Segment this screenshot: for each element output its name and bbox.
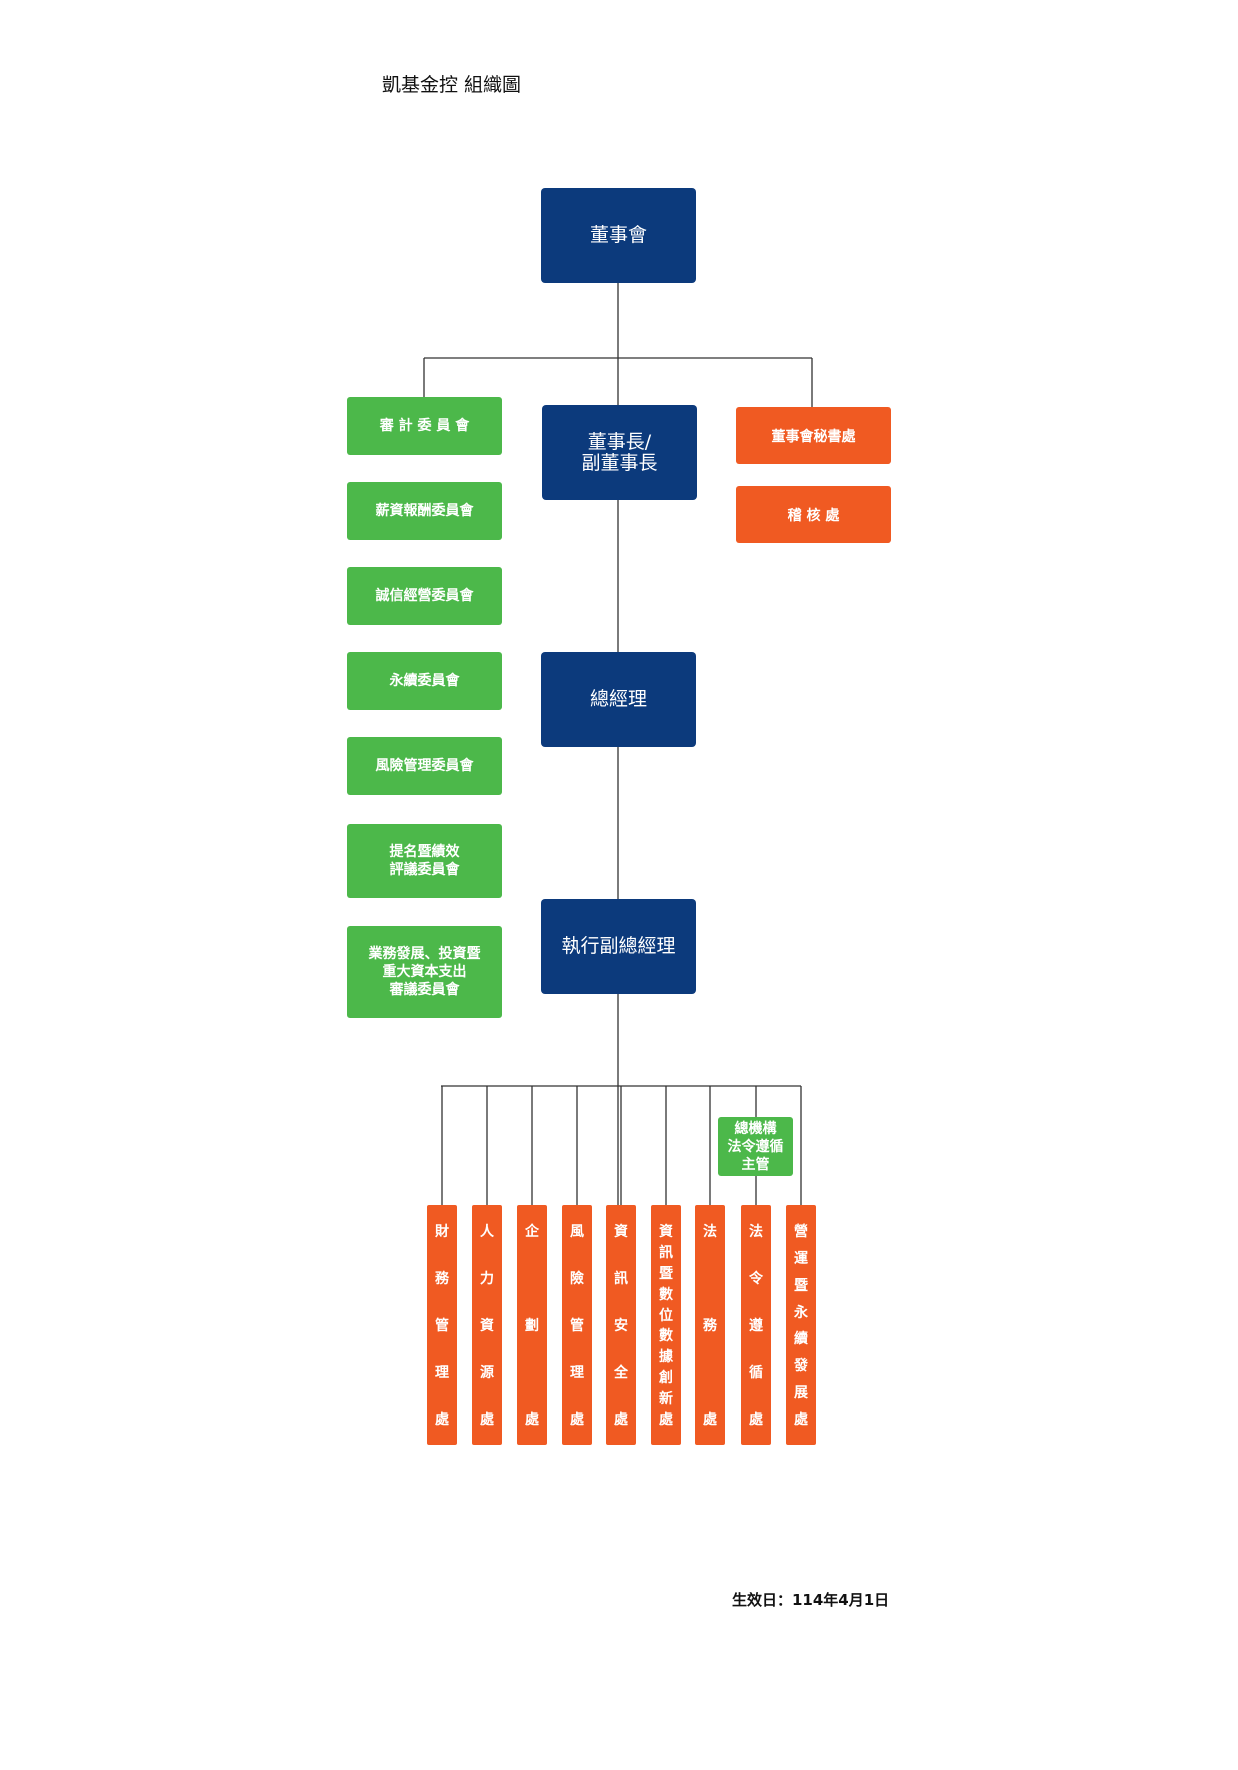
department-char: 企: [525, 1224, 539, 1240]
department-char: 處: [659, 1411, 673, 1428]
department-char: 處: [480, 1412, 494, 1428]
department-char: 創: [659, 1370, 673, 1387]
effective-date: 生效日：114年4月1日: [732, 1591, 890, 1609]
committee-box: 業務發展、投資暨 重大資本支出 審議委員會: [347, 926, 502, 1018]
department-char: 位: [659, 1307, 673, 1324]
department-char: 理: [570, 1365, 584, 1381]
department-box: 企劃處: [517, 1205, 547, 1445]
department-box: 風險管理處: [562, 1205, 592, 1445]
department-char: 訊: [614, 1271, 628, 1287]
department-char: 循: [749, 1365, 763, 1381]
department-char: 處: [703, 1412, 717, 1428]
committee-box: 薪資報酬委員會: [347, 482, 502, 540]
evp-box: 執行副總經理: [541, 899, 696, 994]
department-char: 永: [794, 1304, 808, 1321]
department-char: 險: [570, 1271, 584, 1287]
department-char: 發: [794, 1358, 808, 1375]
chairman-box: 董事長/ 副董事長: [542, 405, 697, 500]
board-box: 董事會: [541, 188, 696, 283]
department-box: 人力資源處: [472, 1205, 502, 1445]
board-secretariat-box: 董事會秘書處: [736, 407, 891, 464]
department-box: 營運暨永續發展處: [786, 1205, 816, 1445]
department-box: 資訊安全處: [606, 1205, 636, 1445]
department-box: 法務處: [695, 1205, 725, 1445]
department-char: 暨: [794, 1277, 808, 1294]
department-char: 管: [435, 1318, 449, 1334]
department-char: 人: [480, 1224, 494, 1240]
department-char: 安: [614, 1318, 628, 1334]
committee-box: 永續委員會: [347, 652, 502, 710]
department-char: 數: [659, 1286, 673, 1303]
president-box: 總經理: [541, 652, 696, 747]
department-char: 運: [794, 1250, 808, 1267]
department-char: 全: [614, 1365, 628, 1381]
department-char: 風: [570, 1224, 584, 1240]
audit-office-box: 稽 核 處: [736, 486, 891, 543]
department-char: 處: [794, 1411, 808, 1428]
department-char: 新: [659, 1391, 673, 1407]
department-box: 資訊暨數位數據創新處: [651, 1205, 681, 1445]
department-char: 展: [794, 1385, 808, 1402]
department-char: 力: [480, 1271, 494, 1287]
department-char: 務: [435, 1271, 449, 1287]
department-char: 處: [749, 1412, 763, 1428]
department-char: 劃: [525, 1318, 539, 1334]
department-char: 財: [435, 1224, 449, 1240]
department-box: 財務管理處: [427, 1205, 457, 1445]
department-char: 資: [480, 1318, 494, 1334]
department-char: 處: [525, 1412, 539, 1428]
department-char: 數: [659, 1328, 673, 1345]
compliance-head-box: 總機構 法令遵循 主管: [718, 1117, 793, 1176]
committee-box: 誠信經營委員會: [347, 567, 502, 625]
department-char: 訊: [659, 1244, 673, 1261]
committee-box: 提名暨績效 評議委員會: [347, 824, 502, 898]
department-char: 源: [480, 1365, 494, 1381]
department-char: 遵: [749, 1318, 763, 1334]
department-char: 法: [703, 1224, 717, 1240]
department-char: 理: [435, 1365, 449, 1381]
committee-box: 審 計 委 員 會: [347, 397, 502, 455]
department-char: 暨: [659, 1265, 673, 1282]
page-title: 凱基金控 組織圖: [382, 74, 522, 96]
department-char: 處: [435, 1412, 449, 1428]
department-char: 務: [703, 1318, 717, 1334]
department-char: 資: [659, 1224, 673, 1240]
department-char: 法: [749, 1224, 763, 1240]
department-char: 處: [570, 1412, 584, 1428]
department-box: 法令遵循處: [741, 1205, 771, 1445]
department-char: 據: [659, 1349, 673, 1366]
department-char: 資: [614, 1224, 628, 1240]
department-char: 處: [614, 1412, 628, 1428]
department-char: 營: [794, 1224, 808, 1240]
department-char: 管: [570, 1318, 584, 1334]
department-char: 令: [749, 1271, 763, 1287]
department-char: 續: [794, 1331, 808, 1348]
committee-box: 風險管理委員會: [347, 737, 502, 795]
